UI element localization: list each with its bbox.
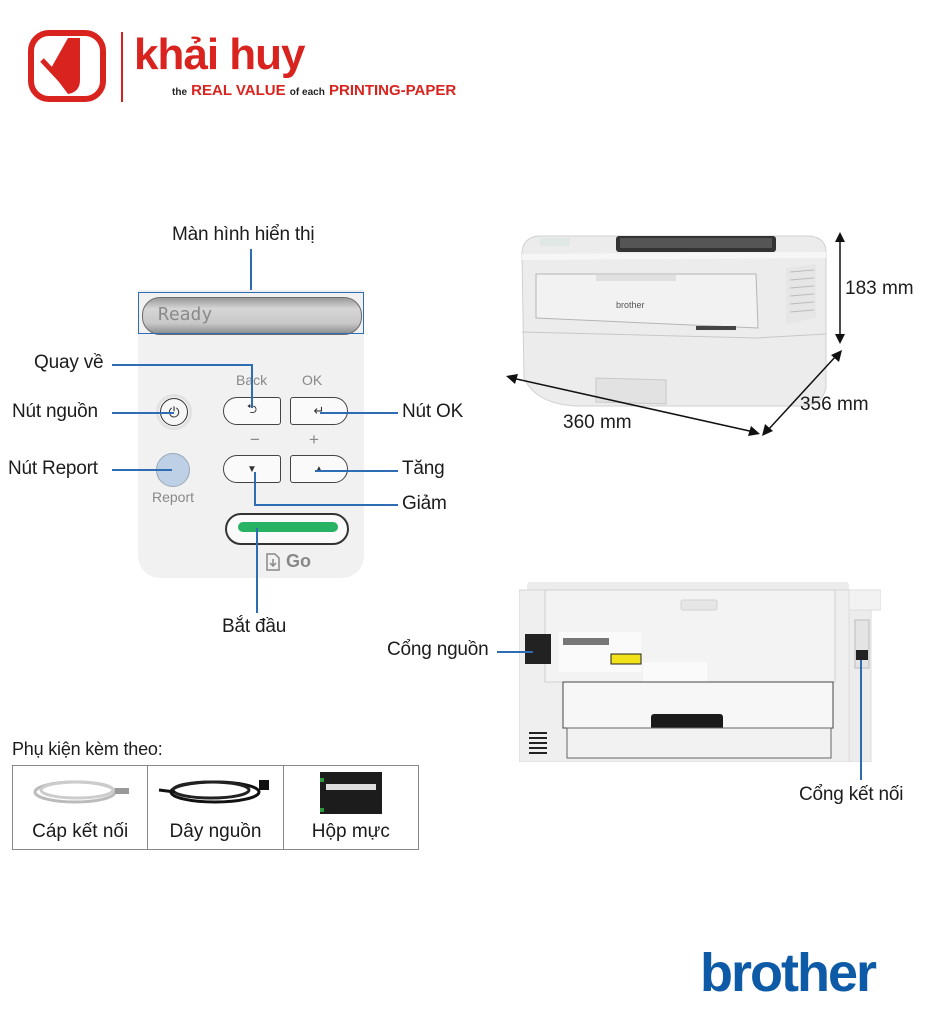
width-dimension: 360 mm xyxy=(563,412,632,433)
height-arrow-icon xyxy=(835,232,845,344)
down-callout-line-v xyxy=(254,472,256,505)
power-callout: Nút nguồn xyxy=(12,401,98,422)
document-download-icon xyxy=(266,553,280,571)
brand-name: khải huy xyxy=(134,30,305,79)
go-led xyxy=(238,522,338,532)
khai-huy-logo-icon xyxy=(28,30,106,102)
depth-arrow-icon xyxy=(762,350,842,436)
accessory-toner: Hộp mực xyxy=(284,766,418,849)
usb-cable-icon xyxy=(33,780,130,804)
depth-dimension: 356 mm xyxy=(800,394,869,415)
lcd-text: Ready xyxy=(158,304,213,325)
display-label: Màn hình hiển thị xyxy=(172,224,315,245)
logo-divider xyxy=(121,32,123,102)
display-callout-line xyxy=(250,249,252,292)
accessory-usb-cable: Cáp kết nối xyxy=(13,766,149,849)
report-callout: Nút Report xyxy=(8,458,98,479)
accessory-name: Cáp kết nối xyxy=(32,821,129,842)
triangle-down-icon: ▼ xyxy=(247,463,257,475)
triangle-up-icon: ▲ xyxy=(314,463,324,475)
power-callout-line xyxy=(112,412,174,414)
up-callout: Tăng xyxy=(402,458,445,479)
accessory-name: Dây nguồn xyxy=(169,821,262,842)
lcd-display xyxy=(142,297,362,335)
ok-callout: Nút OK xyxy=(402,401,464,422)
height-dimension: 183 mm xyxy=(845,278,914,299)
accessory-power-cord: Dây nguồn xyxy=(148,766,284,849)
power-port-callout-line xyxy=(497,651,533,653)
back-callout: Quay về xyxy=(34,352,104,373)
power-port-callout: Cổng nguồn xyxy=(387,639,489,660)
toner-cartridge-icon xyxy=(319,772,382,814)
brand-tagline: the REAL VALUE of each PRINTING-PAPER xyxy=(172,82,457,99)
accessory-name: Hộp mực xyxy=(311,821,390,842)
go-callout-line xyxy=(256,528,258,613)
ok-callout-line xyxy=(320,412,398,414)
back-callout-line-v xyxy=(251,364,253,408)
data-port-callout-line xyxy=(860,660,862,780)
minus-label: − xyxy=(250,430,260,449)
down-callout-line xyxy=(254,504,398,506)
up-callout-line xyxy=(315,470,398,472)
svg-text:brother: brother xyxy=(616,300,645,310)
plus-label: + xyxy=(309,430,319,449)
go-key-label: Go xyxy=(286,551,311,571)
down-callout: Giảm xyxy=(402,493,447,514)
ok-key-label: OK xyxy=(302,372,323,388)
width-arrow-icon xyxy=(506,374,760,436)
enter-arrow-icon: ↵ xyxy=(313,403,325,418)
up-button[interactable]: ▲ xyxy=(290,455,348,483)
power-cord-icon xyxy=(159,780,270,804)
brother-logo: brother xyxy=(700,943,877,1003)
accessories-table: Cáp kết nối Dây nguồn Hộp mực xyxy=(12,765,419,850)
printer-front-image: brother xyxy=(521,235,827,407)
report-callout-line xyxy=(112,469,172,471)
data-port-callout: Cổng kết nối xyxy=(799,784,904,805)
accessories-title: Phụ kiện kèm theo: xyxy=(12,739,163,759)
back-callout-line xyxy=(112,364,252,366)
printer-rear-image xyxy=(519,582,881,762)
back-arrow-icon: ⮌ xyxy=(246,401,258,416)
down-button[interactable]: ▼ xyxy=(223,455,281,483)
ok-button[interactable]: ↵ xyxy=(290,397,348,425)
lcd-highlight-box xyxy=(138,292,364,334)
report-key-label: Report xyxy=(152,489,195,505)
go-callout: Bắt đầu xyxy=(222,616,287,637)
